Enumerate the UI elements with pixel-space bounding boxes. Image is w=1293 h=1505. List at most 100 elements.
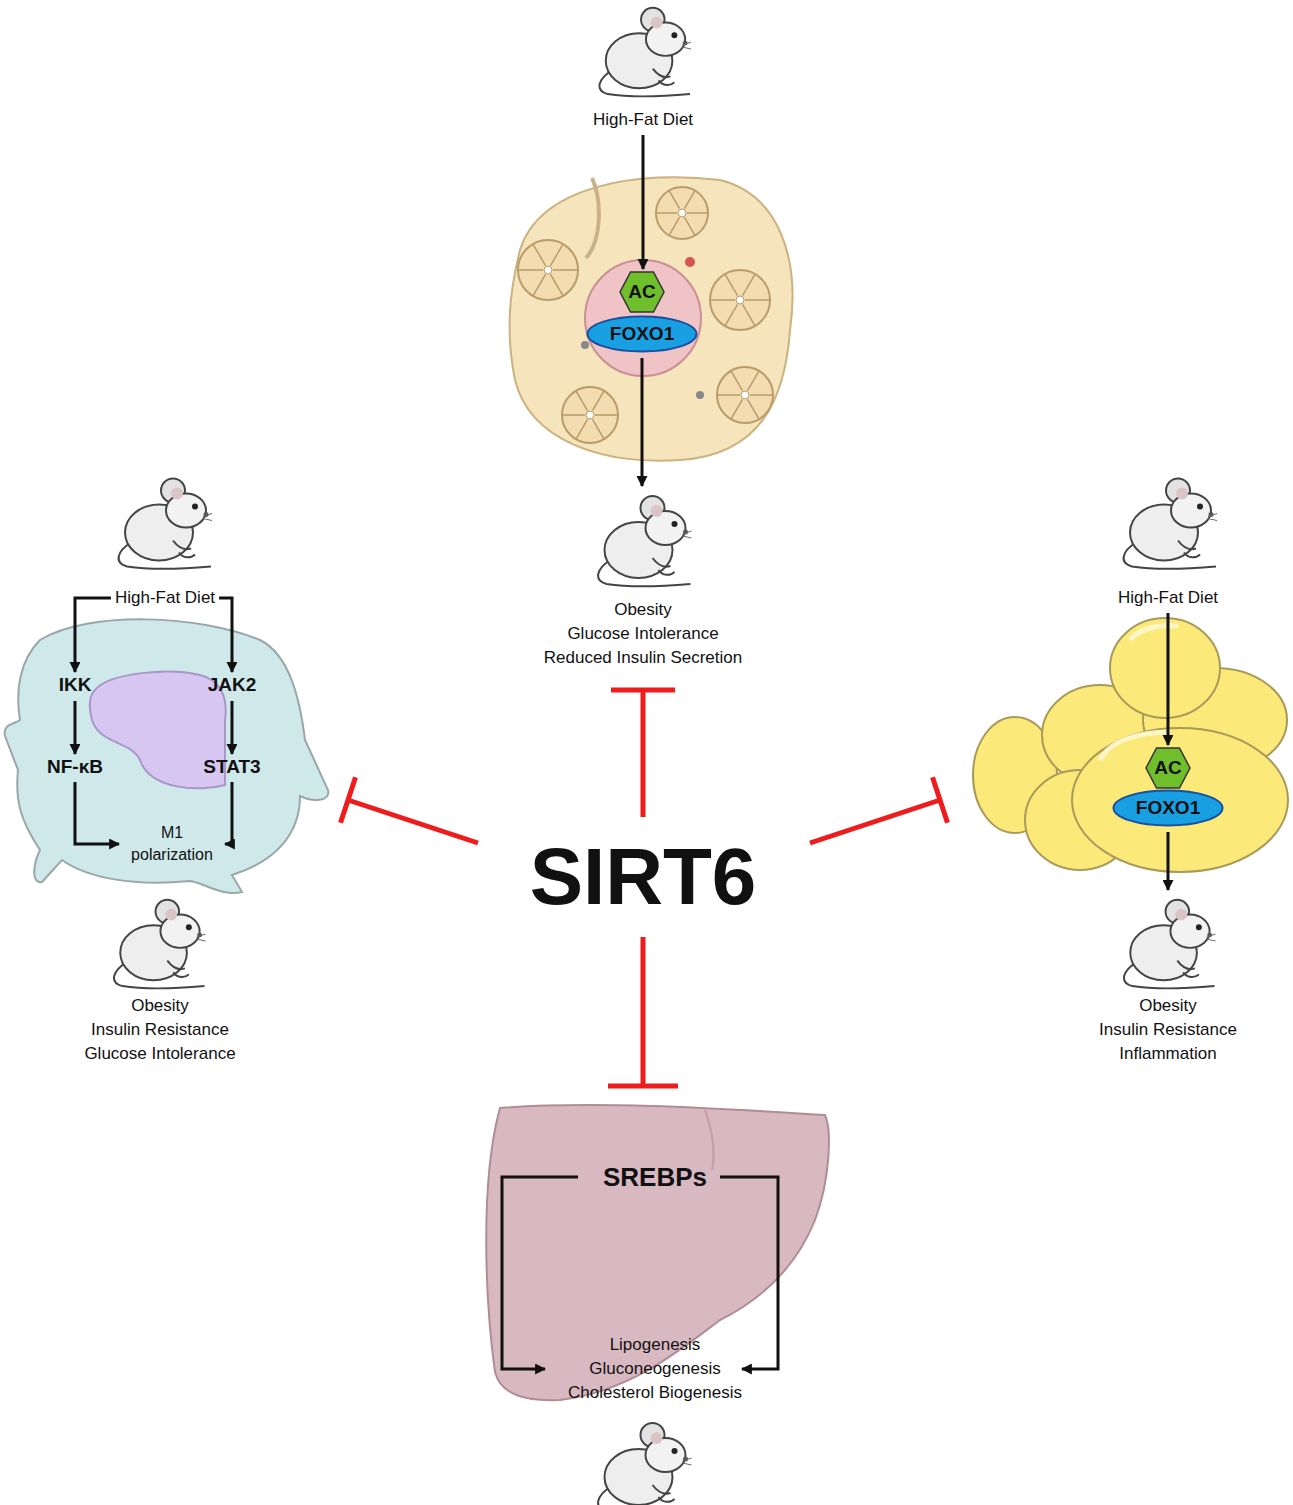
pancreas-section — [510, 177, 793, 460]
acinus-wall — [669, 217, 680, 235]
acinus-wall — [710, 299, 735, 301]
vessel — [581, 341, 589, 349]
arrow-connector — [73, 701, 76, 754]
protein-ellipse: FOXO1 — [586, 315, 698, 353]
liver-outline — [486, 1105, 829, 1400]
protein-ellipse: FOXO1 — [1112, 789, 1224, 827]
mouse — [119, 479, 212, 569]
node-text: Glucose Intolerance — [84, 1042, 235, 1066]
inhibition-line — [608, 937, 678, 1086]
node-text: Insulin Resistance — [84, 1018, 235, 1042]
inhibition-line — [611, 690, 675, 817]
acinus-wall — [518, 269, 543, 271]
bracket-arrow — [720, 1177, 778, 1369]
signal-node: NF-κB — [47, 756, 103, 778]
node-text: Lipogenesis — [480, 1333, 830, 1357]
arrow-connector — [75, 598, 111, 672]
diet-label: High-Fat Diet — [115, 470, 215, 608]
node-text: AC — [628, 281, 655, 303]
adipocyte — [1110, 618, 1220, 718]
mouse — [1124, 900, 1216, 989]
bracket-arrow — [502, 1177, 578, 1369]
arrow-connector — [219, 598, 232, 672]
node-text: SIRT6 — [530, 837, 757, 917]
acinus-wall — [562, 414, 585, 416]
acinus-wall — [725, 304, 738, 326]
outcome-box: ObesityGlucose IntoleranceReduced Insuli… — [544, 488, 742, 670]
vessel — [685, 257, 695, 267]
acinus-wall — [743, 304, 756, 326]
acinus-wall — [731, 371, 743, 391]
acinus-wall — [656, 212, 677, 214]
node-text: IKK — [59, 674, 92, 696]
node-text: Cholesterol Biogenesis — [480, 1381, 830, 1405]
node-text: Obesity — [1099, 994, 1237, 1018]
ellipse-outline — [588, 317, 697, 352]
acinus-wall — [748, 399, 760, 419]
acinus-wall — [551, 244, 564, 266]
acinus — [717, 367, 773, 423]
inhibition-line — [341, 777, 479, 843]
acinus-wall — [533, 244, 546, 266]
macrophage-cell — [5, 619, 329, 893]
acinus-wall — [593, 419, 605, 439]
node-text: High-Fat Diet — [115, 588, 215, 608]
node-text: M1 polarization — [122, 822, 222, 866]
acinus-wall — [576, 419, 588, 439]
adipocyte — [1072, 728, 1288, 872]
acinus-wall — [750, 394, 773, 396]
diet-label: High-Fat Diet — [593, 10, 693, 130]
nerve-fibre — [586, 178, 599, 258]
node-text: NF-κB — [47, 756, 103, 778]
node-text: Inflammation — [1099, 1042, 1237, 1066]
acinus-wall — [669, 190, 680, 208]
mouse — [598, 1423, 691, 1505]
acinus-wall — [595, 414, 618, 416]
acinus — [518, 240, 578, 300]
lumen — [544, 266, 552, 274]
acetylation-hexagon: AC — [1145, 747, 1191, 789]
liver-organ: SREBPsLipogenesisGluconeogenesisCholeste… — [480, 1100, 830, 1410]
macrophage — [5, 619, 329, 893]
acinus-wall — [687, 212, 708, 214]
acinus-wall — [576, 391, 588, 411]
node-text: Gluconeogenesis — [480, 1357, 830, 1381]
lumen — [736, 296, 744, 304]
heading-row: SREBPs — [480, 1162, 830, 1192]
highlight — [1130, 626, 1178, 640]
node-text: Glucose Intolerance — [544, 622, 742, 646]
node-text: JAK2 — [208, 674, 257, 696]
arrow-connector — [1166, 613, 1169, 745]
acinus-wall — [731, 399, 743, 419]
acinus-wall — [551, 274, 564, 296]
hexagon-outline — [620, 272, 664, 312]
acinus-wall — [685, 190, 696, 208]
mouse — [1124, 479, 1217, 569]
central-protein: SIRT6 — [530, 837, 757, 917]
node-text: Obesity — [544, 598, 742, 622]
acinus-wall — [685, 217, 696, 235]
acini — [518, 187, 773, 443]
node-text: Insulin Resistance — [1099, 1018, 1237, 1042]
acinus-wall — [553, 269, 578, 271]
arrow-connector — [230, 701, 233, 754]
mouse — [114, 900, 206, 989]
acinus — [656, 187, 708, 239]
mice — [114, 8, 1217, 1505]
arrow-connector — [641, 358, 644, 486]
diet-label: High-Fat Diet — [1118, 470, 1218, 608]
outcome-node: M1 polarization — [122, 822, 222, 866]
acinus-wall — [748, 371, 760, 391]
node-text: SREBPs — [603, 1162, 707, 1192]
hexagon-outline — [1146, 748, 1190, 788]
node-text: STAT3 — [203, 756, 260, 778]
acinus-wall — [743, 274, 756, 296]
ellipse-outline — [1114, 791, 1223, 826]
lumen — [741, 391, 749, 399]
lumen — [678, 209, 686, 217]
node-text: High-Fat Diet — [593, 110, 693, 130]
mouse — [599, 8, 691, 97]
acinus-wall — [593, 391, 605, 411]
lumen — [586, 411, 594, 419]
